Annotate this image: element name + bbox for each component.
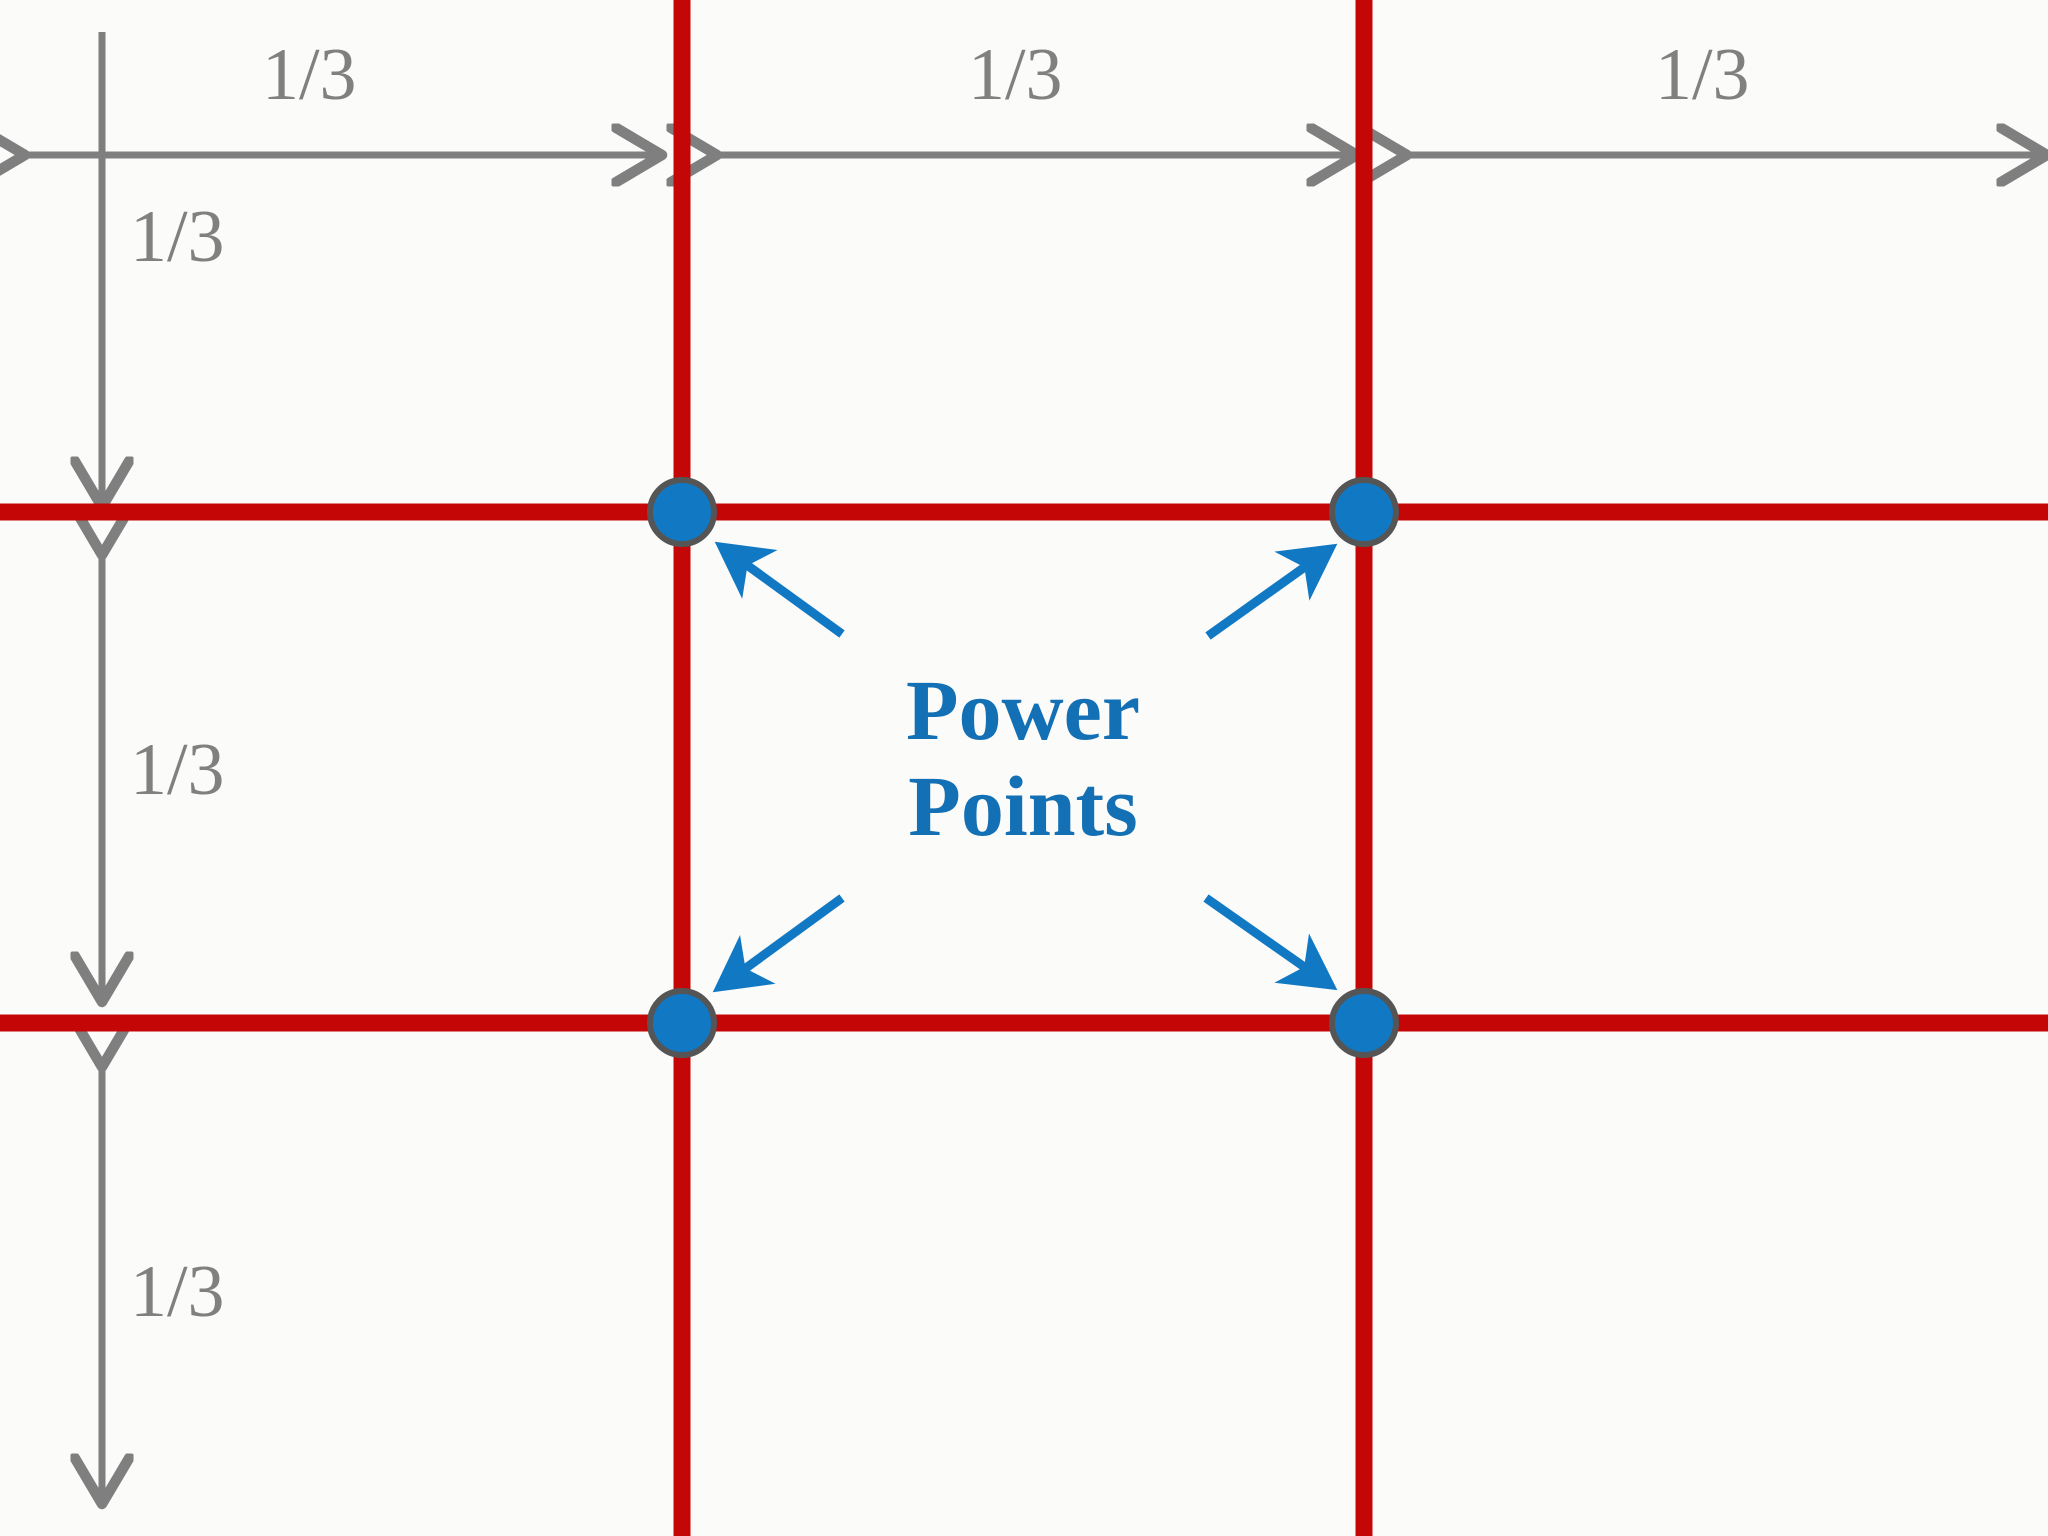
power-point-bottom-left[interactable] bbox=[647, 988, 717, 1058]
power-point-top-left[interactable] bbox=[647, 477, 717, 547]
callout-line-1: Power bbox=[906, 662, 1140, 758]
power-point-bottom-right[interactable] bbox=[1329, 988, 1399, 1058]
callout-line-2: Points bbox=[908, 758, 1138, 855]
callout-arrow-bottom-left bbox=[712, 894, 845, 993]
callout-arrow-top-left bbox=[714, 541, 845, 638]
measure-label-vertical-3: 1/3 bbox=[130, 1251, 225, 1333]
power-point-top-right[interactable] bbox=[1329, 477, 1399, 547]
measure-label-horizontal-3: 1/3 bbox=[1655, 34, 1750, 116]
callout-arrow-bottom-right bbox=[1203, 894, 1338, 991]
measure-label-vertical-2: 1/3 bbox=[130, 729, 225, 811]
callout-arrow-top-right bbox=[1205, 543, 1338, 640]
power-point-markers bbox=[647, 477, 1399, 1058]
callout-arrows bbox=[712, 541, 1338, 993]
power-points-callout-label: Power Points bbox=[906, 662, 1140, 855]
measure-label-horizontal-1: 1/3 bbox=[262, 34, 357, 116]
measure-label-vertical-1: 1/3 bbox=[130, 196, 225, 278]
measure-label-horizontal-2: 1/3 bbox=[968, 34, 1063, 116]
